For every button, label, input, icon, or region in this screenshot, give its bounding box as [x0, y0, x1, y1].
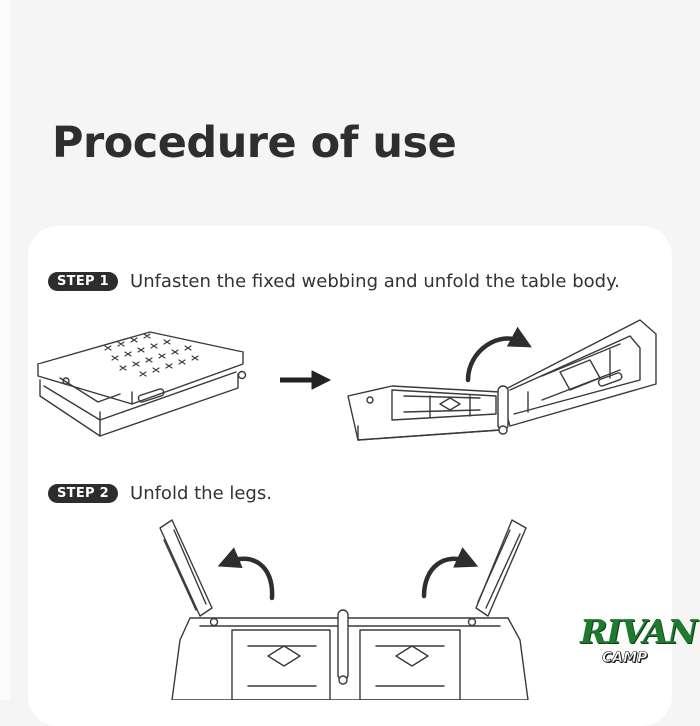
hole-pattern [104, 333, 199, 377]
folded-table-illustration [37, 331, 247, 437]
step-2-text: Unfold the legs. [130, 483, 272, 504]
step-1-badge: STEP 1 [48, 272, 119, 291]
brand-logo: RIVAN CAMP [580, 612, 698, 676]
illustrations [37, 319, 657, 700]
left-edge-strip [0, 0, 10, 700]
step-2-row: STEP 2 Unfold the legs. [48, 483, 272, 504]
unfolded-table-illustration [347, 319, 657, 441]
page-title: Procedure of use [52, 118, 457, 168]
step-1-text: Unfasten the fixed webbing and unfold th… [130, 271, 620, 292]
curved-arrow-icon [421, 547, 479, 599]
curved-arrow-icon [217, 547, 275, 601]
step-1-row: STEP 1 Unfasten the fixed webbing and un… [48, 271, 620, 292]
right-arrow-icon [280, 370, 331, 390]
logo-word: RIVAN [580, 612, 698, 651]
step-2-badge: STEP 2 [48, 484, 119, 503]
curved-arrow-icon [465, 326, 532, 383]
table-with-legs-illustration [159, 519, 529, 700]
logo-subtitle: CAMP [602, 650, 648, 667]
